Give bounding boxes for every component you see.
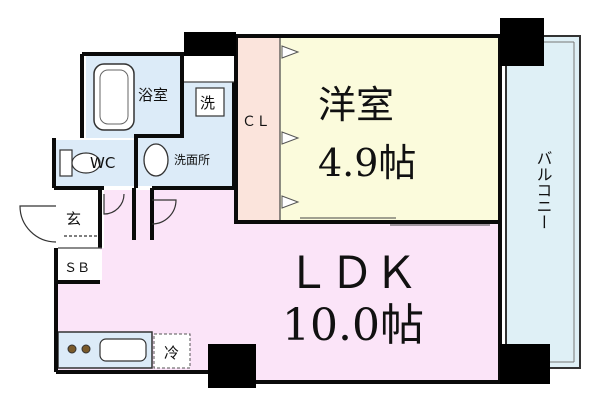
ldk-size: 10.0帖 [282,300,424,351]
basin-icon [143,143,169,177]
bathtub-icon [93,63,135,131]
fridge-space [153,333,191,369]
bath-label: 浴室 [138,86,168,104]
closet-doors [281,45,300,209]
western-room-name: 洋室 [318,83,394,127]
fridge-label: 冷 [164,344,179,362]
toilet-label: WC [90,154,115,172]
balcony [505,35,581,369]
washroom-label: 洗面所 [174,153,210,167]
closet-label: ＣＬ [242,114,270,130]
shoe-box-label: ＳＢ [64,261,90,276]
entrance-label: 玄 [66,210,81,228]
entrance-floor [58,190,100,248]
shoe-box-floor [58,250,102,280]
stove-burner-icon [67,344,77,354]
stove-burner-icon [81,344,91,354]
kitchen-counter [57,331,153,369]
ldk-floor [58,190,500,380]
western-room-size: 4.9帖 [318,141,416,185]
toilet-icon [59,149,101,177]
walls [52,34,502,384]
washing-machine-label: 洗 [200,94,215,112]
sliding-door [300,217,490,226]
sink-icon [99,338,147,362]
balcony-label: バルコニー [534,150,553,230]
washing-machine-space [195,87,225,117]
ldk-name: ＬＤＫ [286,248,418,299]
western-room-floor [280,37,500,220]
closet-floor [238,37,280,220]
entrance-door [19,193,177,243]
structural-columns [184,18,550,388]
thin-partitions [58,38,281,249]
balcony-floor [505,35,581,369]
